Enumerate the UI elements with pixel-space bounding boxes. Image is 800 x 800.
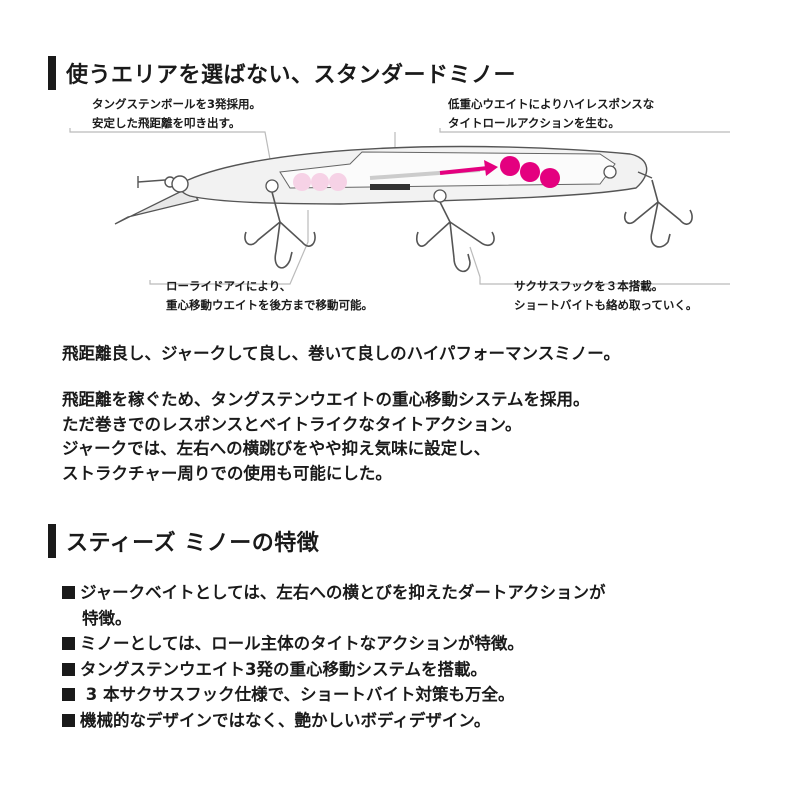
callout-line: 重心移動ウエイトを後方まで移動可能。 [166, 298, 373, 312]
tungsten-ball-2 [520, 162, 540, 182]
section-heading-1: 使うエリアを選ばない、スタンダードミノー [48, 56, 516, 90]
callout-line: サクサスフックを３本搭載。 [514, 279, 664, 293]
rear-hook [623, 179, 693, 248]
callout-line: 低重心ウエイトによりハイレスポンスな [448, 97, 655, 111]
callout-line: タングステンボールを3発採用。 [92, 97, 261, 111]
fixed-weight [370, 184, 410, 190]
callout-line: タイトロールアクションを生む。 [448, 116, 620, 130]
feature-item: ミノーとしては、ロール主体のタイトなアクションが特徴。 [62, 631, 606, 657]
heading-bar [48, 524, 56, 558]
callout-saqsas-hook: サクサスフックを３本搭載。 ショートバイトも絡め取っていく。 [514, 277, 697, 315]
bullet-square-icon [62, 586, 75, 599]
description-paragraph: 飛距離を稼ぐため、タングステンウエイトの重心移動システムを採用。 ただ巻きでのレ… [62, 388, 590, 486]
callout-line-tungsten [69, 128, 273, 171]
feature-item: 機械的なデザインではなく、艶かしいボディデザイン。 [62, 708, 606, 734]
feature-item-continued: 特徴。 [82, 608, 132, 628]
callout-line: 安定した飛距離を叩き出す。 [92, 116, 241, 130]
description-line: ストラクチャー周りでの使用も可能にした。 [62, 463, 392, 483]
feature-item: 3 本サクサスフック仕様で、ショートバイト対策も万全。 [62, 682, 606, 708]
feature-item: ジャークベイトとしては、左右への横とびを抑えたダートアクションが [62, 580, 606, 606]
lure-eye [171, 175, 189, 193]
hanger-front [265, 179, 279, 193]
callout-center-gravity: 低重心ウエイトによりハイレスポンスな タイトロールアクションを生む。 [448, 95, 654, 133]
feature-list: ジャークベイトとしては、左右への横とびを抑えたダートアクションが 特徴。 ミノー… [62, 580, 606, 733]
lure-diagram [69, 128, 730, 285]
section-title: 使うエリアを選ばない、スタンダードミノー [66, 63, 517, 88]
shift-arrow-color [439, 166, 489, 175]
bullet-square-icon [62, 688, 75, 701]
callout-tungsten: タングステンボールを3発採用。 安定した飛距離を叩き出す。 [92, 95, 261, 133]
section-heading-2: スティーズ ミノーの特徴 [48, 524, 319, 558]
callout-line-center [439, 128, 730, 133]
feature-item: タングステンウエイト3発の重心移動システムを搭載。 [62, 657, 606, 683]
callout-line-hook-v [469, 246, 481, 278]
description-line: ただ巻きでのレスポンスとベイトライクなタイトアクション。 [62, 414, 522, 434]
tail-eye [637, 171, 653, 179]
section-title: スティーズ ミノーの特徴 [66, 531, 320, 556]
heading-bar [48, 56, 56, 90]
lead-text: 飛距離良し、ジャークして良し、巻いて良しのハイパフォーマンスミノー。 [62, 344, 621, 363]
middle-hook [415, 201, 495, 273]
description-line: 飛距離を稼ぐため、タングステンウエイトの重心移動システムを採用。 [62, 390, 590, 409]
callout-line-hook [479, 277, 730, 285]
tungsten-ball-1 [500, 156, 520, 176]
callout-low-ride-eye: ローライドアイにより、 重心移動ウエイトを後方まで移動可能。 [166, 277, 373, 315]
tungsten-ball-rear-2 [311, 173, 329, 191]
bullet-square-icon [62, 713, 75, 727]
callout-line: ローライドアイにより、 [166, 279, 292, 293]
callout-line: ショートバイトも絡め取っていく。 [514, 298, 698, 312]
hanger-rear [603, 165, 617, 179]
line-tie-hook [137, 176, 166, 188]
shift-arrow-head [484, 160, 498, 176]
hanger-middle [433, 189, 447, 203]
bullet-square-icon [62, 637, 75, 650]
front-hook [244, 191, 316, 269]
callout-line-eye [149, 210, 309, 285]
tungsten-ball-3 [540, 168, 560, 188]
description-line: ジャークでは、左右への横跳びをやや抑え気味に設定し、 [62, 439, 491, 458]
bullet-square-icon [62, 662, 75, 676]
tungsten-ball-rear-1 [293, 173, 311, 191]
tungsten-ball-rear-3 [329, 173, 347, 191]
